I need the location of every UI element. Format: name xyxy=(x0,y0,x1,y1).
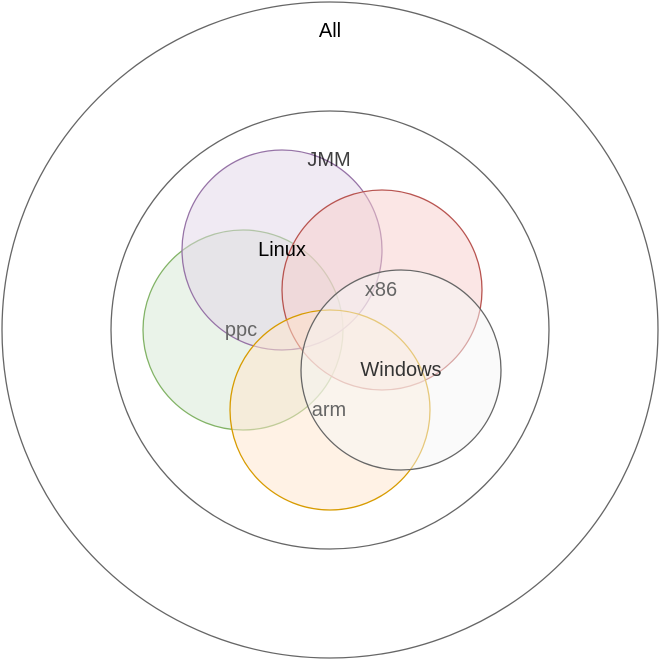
outer-circle-label: All xyxy=(319,20,341,42)
set-label-arm: arm xyxy=(312,399,346,421)
set-label-x86: x86 xyxy=(365,279,397,301)
inner-circle-label: JMM xyxy=(307,149,350,171)
set-label-linux: Linux xyxy=(258,239,306,261)
set-label-windows: Windows xyxy=(360,359,441,381)
set-circle-windows xyxy=(300,269,502,471)
inner-circle-jmm xyxy=(110,110,550,550)
set-label-ppc: ppc xyxy=(225,319,257,341)
